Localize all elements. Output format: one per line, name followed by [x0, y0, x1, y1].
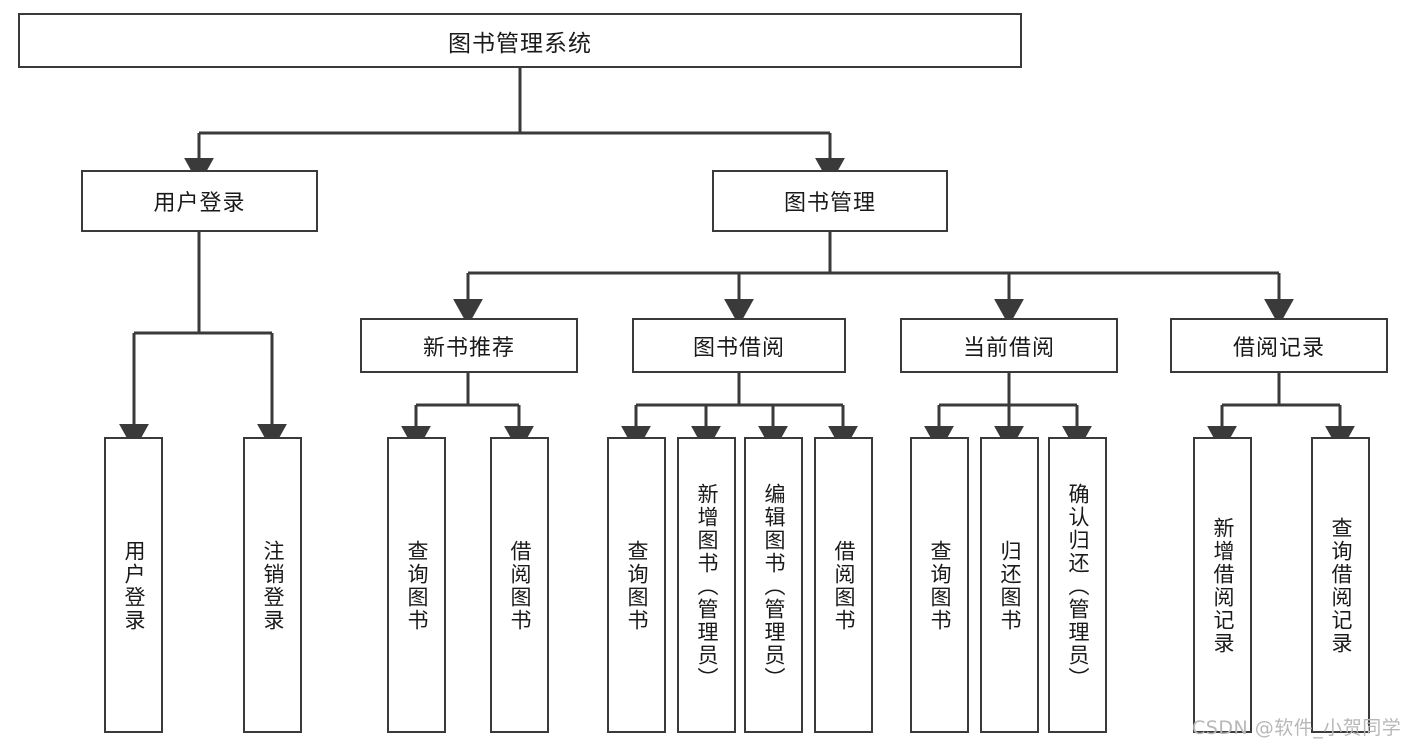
- node-label: 新增借阅记录: [1211, 517, 1235, 655]
- node-label: 图书管理系统: [448, 30, 592, 57]
- leaf-current-query-book[interactable]: 查询图书: [910, 437, 969, 733]
- node-label: 确认归还（管理员）: [1066, 482, 1090, 690]
- node-label: 图书管理: [783, 191, 876, 216]
- node-user-login[interactable]: 用户登录: [81, 170, 318, 232]
- node-label: 新增图书（管理员）: [695, 482, 719, 690]
- leaf-borrow-add-book-admin[interactable]: 新增图书（管理员）: [677, 437, 736, 733]
- leaf-borrow-borrow-book[interactable]: 借阅图书: [814, 437, 873, 733]
- node-label: 用户登录: [122, 540, 146, 632]
- watermark-text: CSDN @软件_小贺同学: [1192, 717, 1402, 739]
- node-label: 当前借阅: [962, 335, 1055, 361]
- node-label: 注销登录: [261, 540, 285, 632]
- node-book-borrow[interactable]: 图书借阅: [632, 318, 846, 373]
- node-current-borrow[interactable]: 当前借阅: [900, 318, 1118, 373]
- node-label: 查询借阅记录: [1329, 517, 1353, 655]
- node-label: 归还图书: [998, 540, 1022, 632]
- node-root-system[interactable]: 图书管理系统: [18, 13, 1022, 68]
- leaf-record-query-record[interactable]: 查询借阅记录: [1311, 437, 1370, 733]
- leaf-current-confirm-return-admin[interactable]: 确认归还（管理员）: [1048, 437, 1107, 733]
- node-book-management[interactable]: 图书管理: [712, 170, 948, 232]
- node-new-book-recommend[interactable]: 新书推荐: [360, 318, 578, 373]
- node-label: 查询图书: [625, 540, 649, 632]
- node-label: 新书推荐: [422, 335, 515, 361]
- node-label: 用户登录: [153, 191, 246, 216]
- leaf-borrow-query-book[interactable]: 查询图书: [607, 437, 666, 733]
- leaf-current-return-book[interactable]: 归还图书: [980, 437, 1039, 733]
- node-label: 查询图书: [405, 540, 429, 632]
- node-label: 编辑图书（管理员）: [762, 482, 786, 690]
- leaf-borrow-edit-book-admin[interactable]: 编辑图书（管理员）: [744, 437, 803, 733]
- leaf-logout-login[interactable]: 注销登录: [243, 437, 302, 733]
- node-label: 借阅记录: [1232, 335, 1325, 361]
- leaf-record-add-record[interactable]: 新增借阅记录: [1193, 437, 1252, 733]
- node-label: 查询图书: [928, 540, 952, 632]
- leaf-user-login[interactable]: 用户登录: [104, 437, 163, 733]
- leaf-recommend-query-book[interactable]: 查询图书: [387, 437, 446, 733]
- node-label: 图书借阅: [692, 335, 785, 361]
- node-label: 借阅图书: [832, 540, 856, 632]
- node-borrow-record[interactable]: 借阅记录: [1170, 318, 1388, 373]
- node-label: 借阅图书: [508, 540, 532, 632]
- leaf-recommend-borrow-book[interactable]: 借阅图书: [490, 437, 549, 733]
